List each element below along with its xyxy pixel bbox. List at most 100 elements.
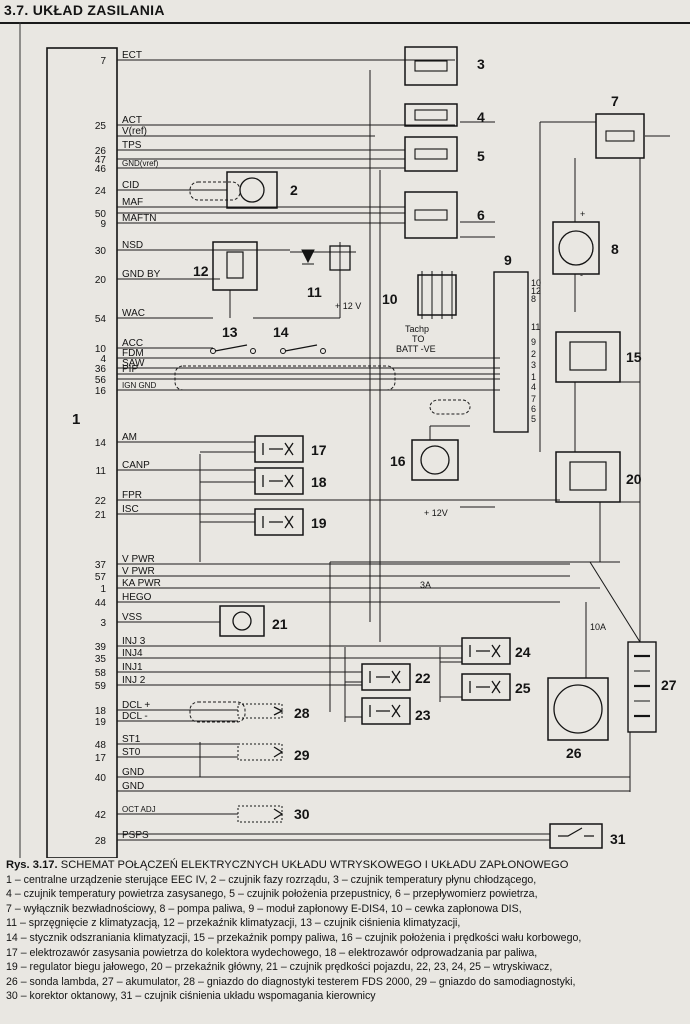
component-number: 21 <box>272 616 288 632</box>
component-outline <box>547 677 609 741</box>
switch-blade <box>214 344 248 352</box>
schematic-label: 5 <box>531 414 536 424</box>
ecu-pin-label: DCL + <box>122 700 150 711</box>
ecu-pin-label: ECT <box>122 50 142 61</box>
ecu-pin-label: HEGO <box>122 592 152 603</box>
caption-legend-line: 26 – sonda lambda, 27 – akumulator, 28 –… <box>6 975 576 988</box>
ecu-pin-number: 3 <box>100 618 106 629</box>
component-20: 20 <box>555 451 642 503</box>
schematic-label: 3A <box>420 580 431 590</box>
caption-legend-line: 17 – elektrozawór zasysania powietrza do… <box>6 946 538 959</box>
ecu-pin-label: GND BY <box>122 269 161 280</box>
component-outline <box>411 439 459 481</box>
ecu-pin-number: 37 <box>95 560 107 571</box>
sensor-symbol <box>239 177 265 203</box>
component-outline <box>555 331 621 383</box>
component-number: 9 <box>504 252 512 268</box>
ecu-pin-number: 10 <box>95 344 107 355</box>
component-7: 7 <box>595 93 645 159</box>
component-number: 26 <box>566 745 582 761</box>
ecu-pin-number: 56 <box>95 375 107 386</box>
component-14: 14 <box>273 324 326 354</box>
component-16: 16 <box>390 439 459 481</box>
component-outline <box>404 191 458 239</box>
ecu-pin-number: 21 <box>95 510 107 521</box>
ecu-pin-number: 11 <box>96 466 107 477</box>
ecu-pin-number: 48 <box>95 740 107 751</box>
schematic-label: 3 <box>531 360 536 370</box>
pressure-switch-symbol <box>558 827 594 837</box>
ecu-pin-number: 24 <box>95 186 107 197</box>
caption-legend-line: 19 – regulator biegu jałowego, 20 – prze… <box>6 961 553 974</box>
sensor-element <box>414 209 448 221</box>
motor-symbol <box>558 230 594 266</box>
schematic-label: TO <box>412 334 424 344</box>
ecu-pin-label: AM <box>122 432 137 443</box>
connector-arrow <box>273 808 284 820</box>
component-24: 24 <box>461 637 531 665</box>
ecu-pin-number: 57 <box>95 572 107 583</box>
schematic-label: + 12V <box>424 508 448 518</box>
shielded-cable <box>189 701 246 723</box>
ecu-pin-number: 58 <box>95 668 107 679</box>
caption-legend-line: 4 – czujnik temperatury powietrza zasysa… <box>6 888 538 901</box>
component-number: 30 <box>294 806 310 822</box>
ecu-pin-label: FDM <box>122 348 144 359</box>
component-outline <box>254 467 304 495</box>
schematic-label: 10 <box>531 278 541 288</box>
ecu-pin-label: OCT ADJ <box>122 805 156 814</box>
ecu-pin-label: PSPS <box>122 830 149 841</box>
ecu-pin-number: 1 <box>100 584 106 595</box>
ecu-pin-number: 36 <box>95 364 107 375</box>
component-number: 15 <box>626 349 642 365</box>
component-number: 2 <box>290 182 298 198</box>
component-number: 19 <box>311 515 327 531</box>
ecu-pin-label: MAF <box>122 197 143 208</box>
injector-symbol <box>369 670 401 684</box>
caption-legend-line: 7 – wyłącznik bezwładnościowy, 8 – pompa… <box>6 902 522 915</box>
shielded-cable <box>189 181 241 201</box>
component-outline <box>212 241 258 291</box>
component-12: 12 <box>193 241 258 291</box>
relay-coil <box>569 341 607 371</box>
component-3: 3 <box>404 46 485 86</box>
ecu-number: 1 <box>72 411 80 428</box>
section-title: 3.7. UKŁAD ZASILANIA <box>4 2 165 18</box>
ecu-pin-label: V PWR <box>122 554 155 565</box>
schematic-label: 6 <box>531 404 536 414</box>
component-22: 22 <box>361 663 431 691</box>
ecu-pin-label: CANP <box>122 460 150 471</box>
component-4: 4 <box>404 103 485 127</box>
ecu-pin-label: INJ 2 <box>122 675 146 686</box>
schematic-label: 1 <box>531 372 536 382</box>
relay-coil <box>569 461 607 491</box>
component-19: 19 <box>254 508 327 536</box>
wire <box>589 561 641 643</box>
module-outline <box>493 271 529 433</box>
valve-symbol <box>262 442 294 456</box>
sensor-symbol <box>420 445 450 475</box>
connector-arrow <box>273 746 284 758</box>
connector-outline <box>237 703 283 719</box>
component-29: 29 <box>237 743 310 763</box>
sensor-element <box>414 148 448 160</box>
injector-symbol <box>369 704 401 718</box>
schematic-label: 10A <box>590 622 606 632</box>
component-number: 23 <box>415 707 431 723</box>
shielded-cable <box>174 365 396 391</box>
component-number: 31 <box>610 831 626 847</box>
ecu-pin-label: ST0 <box>122 747 141 758</box>
component-27: 27 <box>627 641 677 733</box>
ecu-pin-label: KA PWR <box>122 578 161 589</box>
schematic-label: BATT -VE <box>396 344 436 354</box>
diode-symbol <box>301 249 315 265</box>
component-outline <box>361 697 411 725</box>
component-number: 14 <box>273 324 289 340</box>
injector-symbol <box>469 680 501 694</box>
ecu-pin-number: 30 <box>95 246 107 257</box>
schematic-label: + <box>580 209 585 219</box>
schematic-label: + 12 V <box>335 301 361 311</box>
switch-contact <box>280 348 286 354</box>
ecu-pin-number: 54 <box>95 314 107 325</box>
ecu-pin-number: 47 <box>95 155 107 166</box>
